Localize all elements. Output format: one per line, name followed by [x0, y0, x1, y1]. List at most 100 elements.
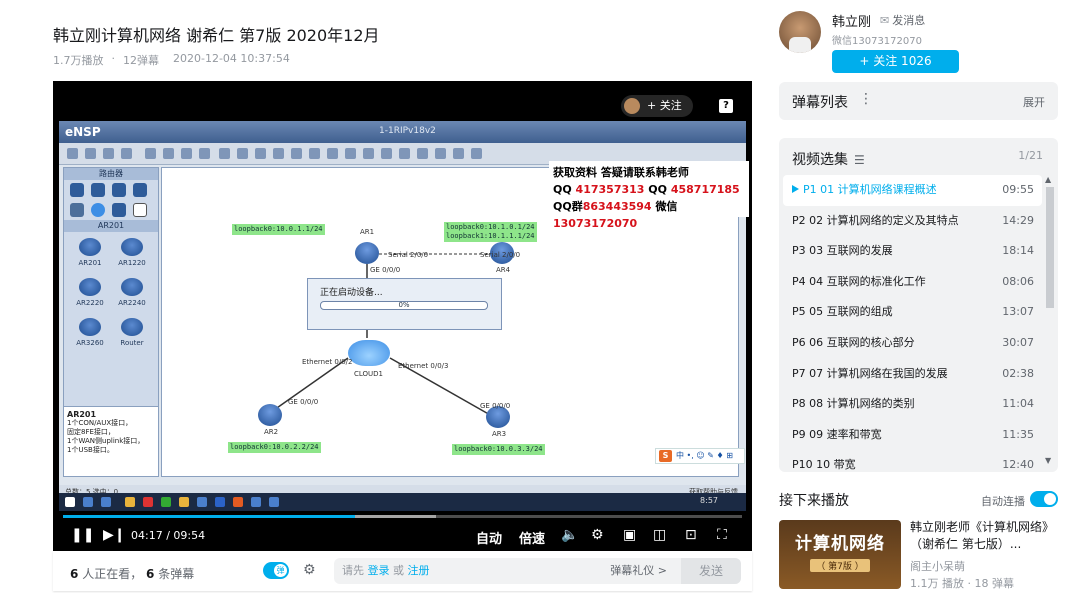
player-controls: ❚❚ ▶❙ 04:17 / 09:54 自动 倍速 🔈 ⚙ ▣ ◫ ⊡ ⛶	[53, 521, 752, 551]
device-ar2240: AR2240	[112, 278, 152, 307]
episode-duration: 08:06	[1002, 274, 1034, 288]
autoplay-switch[interactable]	[1030, 491, 1058, 507]
eth-link-ar3	[389, 357, 493, 417]
taskbar-icon	[161, 497, 171, 507]
scroll-down-icon[interactable]: ▼	[1045, 456, 1052, 465]
device-label: AR2220	[76, 299, 104, 307]
widescreen-icon[interactable]: ◫	[653, 527, 667, 543]
follow-button[interactable]: + 关注 1026	[832, 50, 959, 73]
danmaku-settings-icon[interactable]: ⚙	[303, 562, 316, 578]
episode-scrollbar[interactable]: ▲ ▼	[1044, 175, 1055, 465]
expand-button[interactable]: 展开	[1023, 96, 1045, 109]
device-type-row	[64, 180, 158, 200]
loopback-label: loopback0:10.0.1.1/24	[232, 224, 325, 235]
uploader-avatar[interactable]	[779, 11, 821, 53]
port-label: Ethernet 0/0/2	[302, 358, 353, 366]
device-panel: 路由器 AR201 AR201 AR1220 AR2220	[63, 167, 159, 477]
router-ar4	[490, 242, 514, 264]
taskbar-icon	[83, 497, 93, 507]
danmaku-toggle[interactable]	[263, 562, 289, 579]
pause-icon[interactable]: ❚❚	[71, 527, 95, 543]
device-label: AR1220	[118, 259, 146, 267]
tool-icon	[121, 148, 132, 159]
router-icon	[70, 183, 84, 197]
recommended-uploader[interactable]: 阁主小呆萌	[910, 560, 965, 573]
message-label: 发消息	[892, 14, 926, 27]
taskbar-icon	[197, 497, 207, 507]
group-routers: 路由器	[64, 168, 158, 180]
register-link[interactable]: 注册	[407, 564, 430, 577]
overlay-follow-button[interactable]: + 关注	[621, 95, 693, 117]
tool-icon	[255, 148, 266, 159]
pip-icon[interactable]: ▣	[623, 527, 637, 543]
sogou-icon: S	[659, 450, 672, 462]
danmaku-label: 条弹幕	[158, 567, 195, 581]
volume-icon[interactable]: 🔈	[561, 527, 579, 543]
login-link[interactable]: 登录	[367, 564, 390, 577]
loading-progress: 0%	[320, 301, 488, 310]
ensp-titlebar: eNSP 1-1RIPv18v2	[59, 121, 746, 143]
router-ar1	[355, 242, 379, 264]
etiquette-link[interactable]: 弹幕礼仪 >	[610, 564, 667, 577]
folder-icon	[125, 497, 135, 507]
video-progress-bar[interactable]	[63, 515, 742, 518]
more-icon[interactable]: ⋮	[859, 91, 873, 107]
uploader-name[interactable]: 韩立刚	[832, 15, 872, 30]
episode-duration: 30:07	[1002, 335, 1034, 349]
danmaku-list-title: 弹幕列表	[792, 95, 848, 111]
danmaku-number: 6	[146, 567, 155, 581]
wlan-icon	[112, 183, 126, 197]
tool-icon	[309, 148, 320, 159]
message-link[interactable]: ✉发消息	[880, 12, 925, 28]
port-label: Ethernet 0/0/3	[398, 362, 449, 370]
recommended-title[interactable]: 韩立刚老师《计算机网络》（谢希仁 第七版）...	[910, 520, 1055, 551]
send-button[interactable]: 发送	[681, 558, 741, 584]
ime-text: 中 •, ☺ ✎ ♦ ⊞	[676, 451, 733, 460]
total-time: 09:54	[173, 529, 206, 542]
danmaku-list-panel[interactable]: 弹幕列表 ⋮ 展开	[779, 82, 1058, 120]
speed-button[interactable]: 倍速	[519, 532, 546, 547]
tool-icon	[163, 148, 174, 159]
tool-icon	[273, 148, 284, 159]
fullscreen-icon[interactable]: ⛶	[717, 527, 727, 543]
info-line: 1个USB接口。	[67, 446, 114, 454]
quality-button[interactable]: 自动	[476, 532, 503, 547]
episode-panel-header: 视频选集☰	[792, 149, 865, 169]
router-icon	[79, 238, 101, 256]
feedback-icon[interactable]: ?	[719, 99, 733, 113]
video-player[interactable]: eNSP 1-1RIPv18v2 路由器	[53, 81, 752, 551]
publish-date: 2020-12-04 10:37:54	[173, 52, 290, 65]
tool-icon	[145, 148, 156, 159]
settings-icon[interactable]: ⚙	[591, 527, 604, 543]
list-icon[interactable]: ☰	[854, 153, 865, 167]
next-up-title: 接下来播放	[779, 493, 849, 509]
scroll-up-icon[interactable]: ▲	[1045, 175, 1052, 184]
device-router: Router	[112, 318, 152, 347]
router-icon	[79, 278, 101, 296]
pc-icon	[70, 203, 84, 217]
watch-status: 6 人正在看， 6 条弹幕	[70, 565, 194, 582]
scroll-thumb[interactable]	[1046, 187, 1054, 308]
promo-line2: QQ 417357313 QQ 458717185	[553, 181, 745, 198]
danmaku-input[interactable]: 请先 登录 或 注册 弹幕礼仪 > 发送	[334, 558, 741, 584]
switch-icon	[91, 183, 105, 197]
port-label: GE 0/0/0	[288, 398, 319, 406]
loopback-label: loopback1:10.1.1.1/24	[444, 231, 537, 242]
tool-icon	[417, 148, 428, 159]
device-ar3260: AR3260	[70, 318, 110, 347]
next-icon[interactable]: ▶❙	[103, 527, 126, 543]
episode-duration: 13:07	[1002, 305, 1034, 319]
web-fullscreen-icon[interactable]: ⊡	[685, 527, 697, 543]
recommended-thumbnail[interactable]: 计算机网络 （ 第7版 ）	[779, 520, 901, 589]
tool-icon	[199, 148, 210, 159]
